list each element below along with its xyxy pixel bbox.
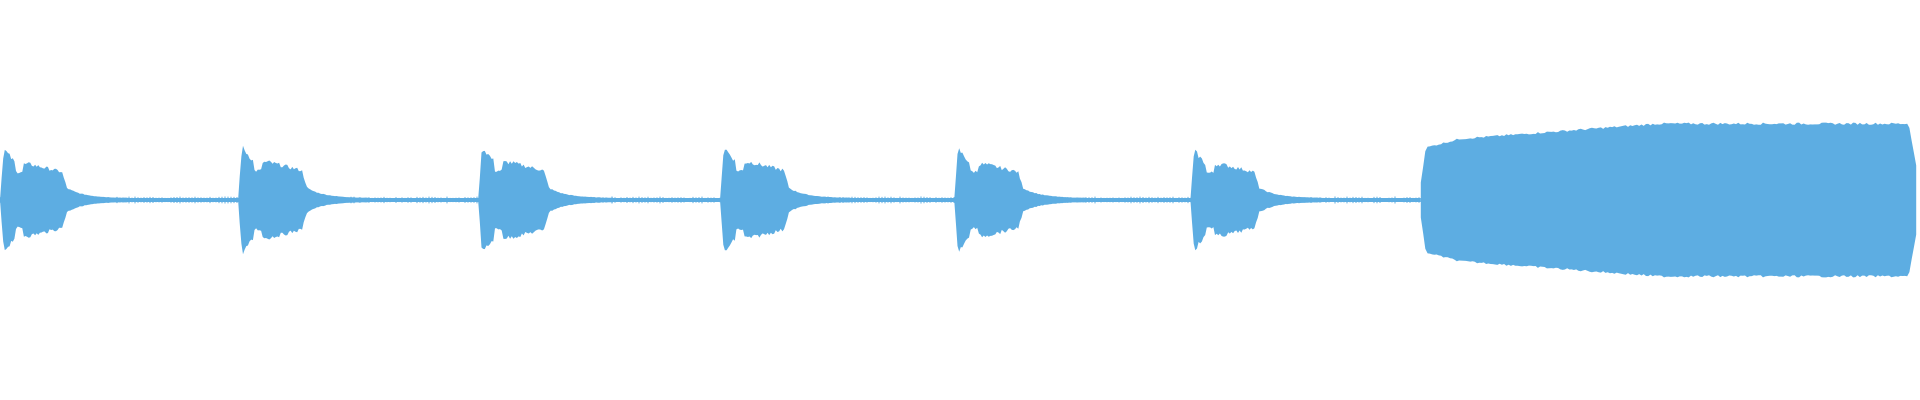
burst-4 [720,149,852,251]
burst-1 [0,149,128,251]
noise-floor [0,198,1421,202]
burst-3 [478,150,614,250]
burst-6 [1190,149,1322,251]
burst-2 [238,145,370,255]
burst-5 [954,148,1086,252]
sustained-tone [1420,122,1917,278]
